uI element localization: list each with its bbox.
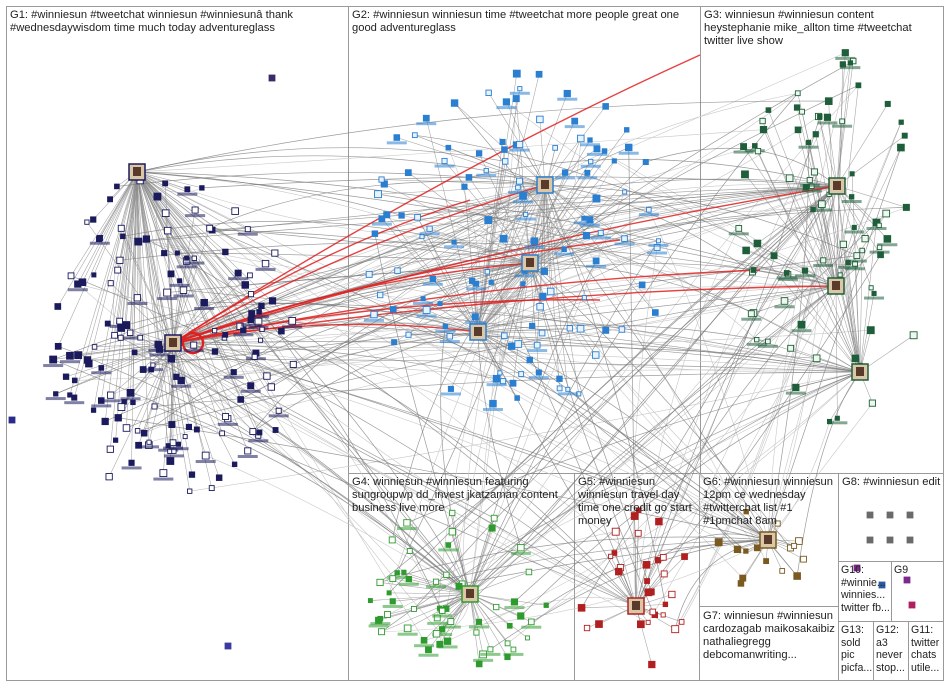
group-label-g10: G10: #winnie... winnies... twitter fb... <box>841 564 890 614</box>
group-label-g3: G3: winniesun #winniesun content heystep… <box>704 9 915 47</box>
group-label-g7: G7: winniesun #winniesun cardozagab maik… <box>703 610 835 661</box>
hub-nodes <box>128 163 869 615</box>
group-label-g13: G13: sold pic picfa... <box>841 624 873 674</box>
group-label-g11: G11: twitter chats utile... <box>911 624 943 674</box>
group-label-g4: G4: winniesun #winniesun featuring sungr… <box>352 476 561 514</box>
group-box-g11 <box>908 621 944 681</box>
edges <box>53 52 914 665</box>
group-label-g6: G6: #winniesun winniesun 12pm ce wednesd… <box>703 476 837 527</box>
group-label-g5: G5: #winniesun winniesun travel day time… <box>578 476 695 527</box>
group-label-g9: G9 <box>894 564 909 576</box>
group-label-g8: G8: #winniesun edit <box>842 476 941 488</box>
group-label-g12: G12: a3 never stop... <box>876 624 906 674</box>
group-label-g1: G1: #winniesun #tweetchat winniesun #win… <box>10 9 297 34</box>
group-boxes <box>6 6 944 681</box>
group-label-g2: G2: #winniesun winniesun time #tweetchat… <box>352 9 683 34</box>
nodes <box>8 49 918 669</box>
